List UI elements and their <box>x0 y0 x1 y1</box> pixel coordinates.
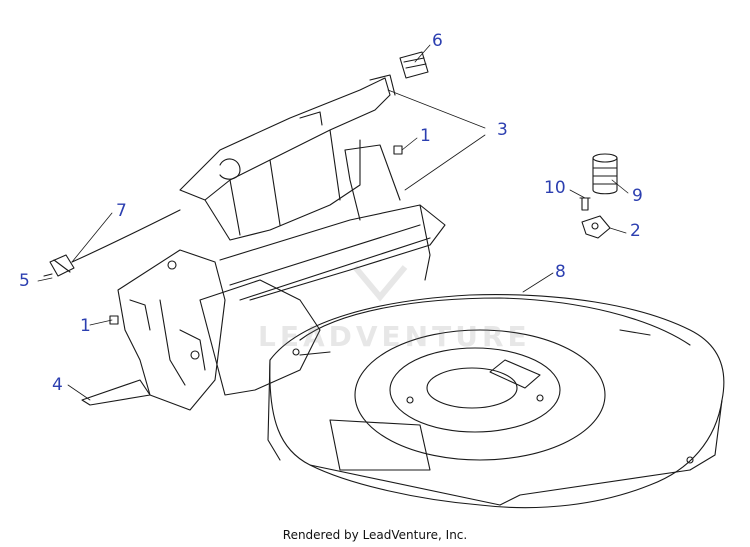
callout-2: 2 <box>630 221 641 241</box>
leader-lines <box>37 44 629 401</box>
callout-10: 10 <box>544 178 566 198</box>
callout-9: 9 <box>632 186 643 206</box>
cable <box>71 209 181 263</box>
mower-deck <box>267 294 725 509</box>
rear-flap <box>179 74 396 241</box>
watermark-text: LEADVENTURE <box>258 320 531 353</box>
callout-6: 6 <box>432 31 443 51</box>
bracket <box>581 215 611 239</box>
callout-4: 4 <box>52 375 63 395</box>
wheel-nut <box>43 254 75 277</box>
callout-5: 5 <box>19 271 30 291</box>
callout-1-upper: 1 <box>420 126 431 146</box>
nut-lower <box>109 315 119 325</box>
screw <box>579 197 591 211</box>
callout-7: 7 <box>116 201 127 221</box>
watermark-logo <box>350 262 410 307</box>
callout-1-lower: 1 <box>80 316 91 336</box>
roller <box>399 51 429 79</box>
callout-3: 3 <box>497 120 508 140</box>
rear-baffle <box>81 144 446 411</box>
callout-8: 8 <box>555 262 566 282</box>
cup <box>592 153 618 195</box>
render-credit: Rendered by LeadVenture, Inc. <box>282 528 468 542</box>
nut-upper <box>393 145 403 155</box>
